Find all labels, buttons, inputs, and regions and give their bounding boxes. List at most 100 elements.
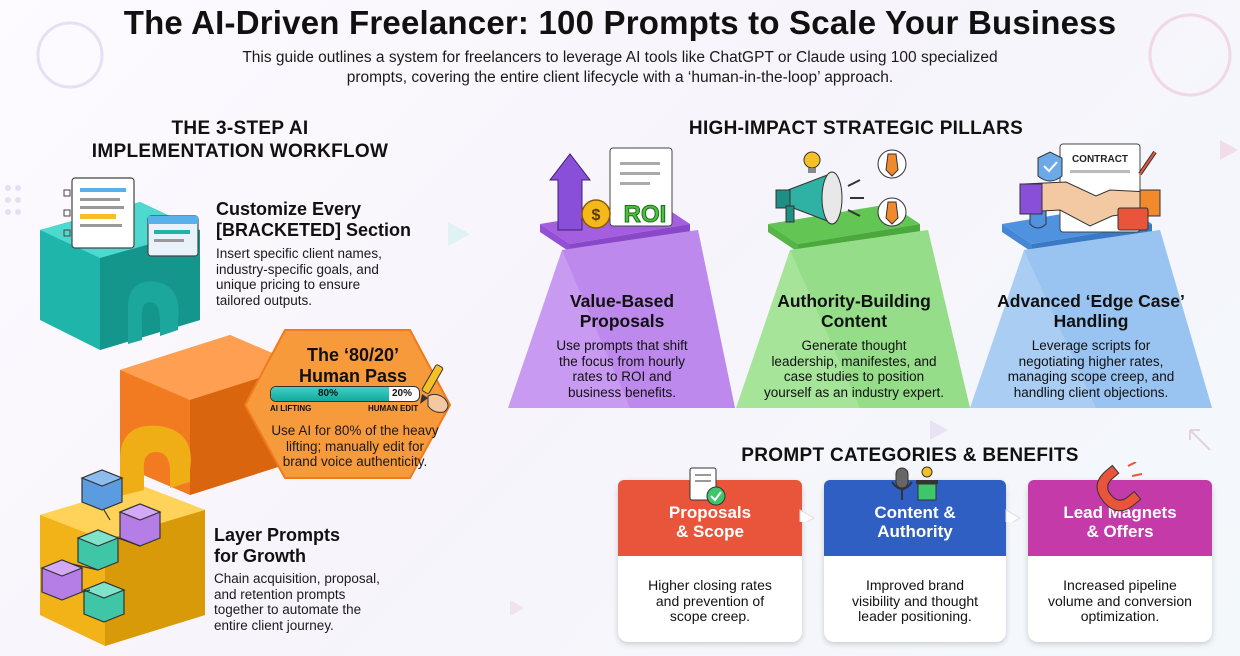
contract-label: CONTRACT bbox=[1072, 154, 1128, 165]
step-layer-prompts-text-line: entire client journey. bbox=[214, 617, 334, 633]
step-layer-prompts-text-line: and retention prompts bbox=[214, 586, 346, 602]
category-text-line: Increased pipeline bbox=[1063, 577, 1177, 593]
category-text-lead-magnets: Increased pipeline volume and conversion… bbox=[1028, 577, 1212, 625]
category-title-line-1: Lead Magnets bbox=[1063, 503, 1177, 522]
step-customize-title-line-1: Customize Every bbox=[216, 199, 362, 219]
magnet-icon bbox=[1096, 462, 1143, 512]
pillar-authority-building-content: Authority-Building Content Generate thou… bbox=[750, 291, 958, 400]
svg-text:$: $ bbox=[592, 207, 601, 224]
workflow-heading: THE 3-STEP AI IMPLEMENTATION WORKFLOW bbox=[60, 117, 420, 163]
document-check-icon bbox=[689, 467, 726, 506]
ai-lifting-fill bbox=[271, 387, 390, 401]
pillar-authority-title-line-1: Authority-Building bbox=[777, 291, 931, 311]
pillar-text-line: yourself as an industry expert. bbox=[763, 384, 945, 400]
pillar-value-based-proposals: Value-Based Proposals Use prompts that s… bbox=[540, 291, 704, 400]
pillar-value-based-title: Value-Based Proposals bbox=[540, 291, 704, 331]
svg-text:ROI: ROI bbox=[624, 201, 667, 228]
step-customize-text-line: unique pricing to ensure bbox=[216, 277, 361, 292]
category-title-line-2: Authority bbox=[877, 522, 953, 541]
pillar-blue-shape bbox=[970, 204, 1212, 408]
category-text-line: leader positioning. bbox=[858, 608, 972, 624]
step-80-20-title-line-1: The ‘80/20’ bbox=[306, 345, 400, 365]
step-80-20-text: Use AI for 80% of the heavy lifting; man… bbox=[260, 423, 450, 470]
step-80-20-text-line: Use AI for 80% of the heavy bbox=[271, 423, 439, 438]
pillar-text-line: rates to ROI and bbox=[572, 369, 672, 384]
step-layer-prompts-title: Layer Prompts for Growth bbox=[214, 525, 454, 567]
category-card-lead-magnets: Lead Magnets & Offers Increased pipeline… bbox=[1028, 480, 1212, 642]
pencil-hand-icon bbox=[420, 364, 449, 413]
category-card-content: Content & Authority Improved brand visib… bbox=[824, 480, 1006, 642]
pillar-text-line: Leverage scripts for bbox=[1031, 338, 1151, 353]
hexagon-80-20-background bbox=[243, 329, 452, 479]
step-customize-text-line: tailored outputs. bbox=[216, 292, 313, 308]
roi-growth-icon: $ ROI bbox=[548, 147, 673, 231]
category-text-line: Higher closing rates bbox=[648, 577, 772, 593]
pillar-text-line: Generate thought bbox=[801, 338, 907, 353]
step-layer-prompts-title-line-1: Layer Prompts bbox=[214, 525, 341, 545]
step-layer-prompts-text-line: together to automate the bbox=[214, 602, 362, 617]
stacked-cubes-icon bbox=[40, 469, 162, 623]
category-header-lead-magnets: Lead Magnets & Offers bbox=[1028, 480, 1212, 556]
pillars-illustration: $ ROI CONTRACT bbox=[508, 143, 1212, 408]
category-title-line-2: & Scope bbox=[675, 522, 744, 541]
subtitle-line-2: prompts, covering the entire client life… bbox=[346, 69, 894, 86]
category-header-content: Content & Authority bbox=[824, 480, 1006, 556]
pillar-value-based-text: Use prompts that shift the focus from ho… bbox=[540, 338, 704, 400]
pillar-green-shape bbox=[736, 204, 970, 408]
page-title: The AI-Driven Freelancer: 100 Prompts to… bbox=[123, 4, 1117, 41]
human-percent-label: 20% bbox=[392, 388, 413, 399]
ai-percent-label: 80% bbox=[318, 388, 339, 399]
step-layer-prompts: Layer Prompts for Growth Chain acquisiti… bbox=[214, 525, 454, 633]
pillar-authority-text: Generate thought leadership, manifestes,… bbox=[750, 338, 958, 400]
pillar-edge-case-title-line-1: Advanced ‘Edge Case’ bbox=[997, 291, 1185, 311]
page-subtitle: This guide outlines a system for freelan… bbox=[200, 48, 1040, 88]
pillar-edge-case-handling: Advanced ‘Edge Case’ Handling Leverage s… bbox=[982, 291, 1200, 400]
subtitle-line-1: This guide outlines a system for freelan… bbox=[242, 49, 998, 66]
category-text-line: visibility and thought bbox=[851, 592, 979, 609]
step-layer-prompts-text-line: Chain acquisition, proposal, bbox=[214, 571, 380, 586]
ai-lifting-label: AI LIFTING bbox=[270, 404, 312, 413]
step-customize-title: Customize Every [BRACKETED] Section bbox=[216, 199, 456, 241]
human-edit-label: HUMAN EDIT bbox=[368, 404, 419, 413]
category-text-line: Improved brand bbox=[865, 577, 965, 593]
step-layer-prompts-text: Chain acquisition, proposal, and retenti… bbox=[214, 571, 454, 633]
pillar-text-line: Use prompts that shift bbox=[556, 338, 688, 353]
pillar-text-line: managing scope creep, and bbox=[1007, 369, 1175, 384]
category-icons bbox=[689, 462, 1143, 522]
pillar-text-line: case studies to position bbox=[783, 369, 925, 384]
pillar-authority-title: Authority-Building Content bbox=[750, 291, 958, 331]
step-80-20-title-line-2: Human Pass bbox=[298, 366, 408, 386]
category-text-line: optimization. bbox=[1080, 608, 1160, 624]
pillar-value-based-title-line-1: Value-Based bbox=[569, 291, 675, 311]
step-layer-prompts-title-line-2: for Growth bbox=[214, 546, 306, 566]
category-text-proposals: Higher closing rates and prevention of s… bbox=[618, 577, 802, 625]
category-title-line-1: Proposals bbox=[668, 503, 752, 522]
microphone-icon bbox=[891, 466, 938, 501]
pillar-text-line: leadership, manifestes, and bbox=[771, 353, 937, 369]
pillar-edge-case-title-line-2: Handling bbox=[1053, 311, 1129, 331]
ai-human-progress-bar bbox=[270, 386, 420, 402]
step-customize: Customize Every [BRACKETED] Section Inse… bbox=[216, 199, 456, 308]
category-title-line-2: & Offers bbox=[1086, 522, 1154, 541]
category-text-line: volume and conversion bbox=[1048, 592, 1192, 609]
workflow-heading-line-1: THE 3-STEP AI bbox=[171, 118, 309, 139]
contract-handshake-icon: CONTRACT bbox=[1019, 143, 1161, 233]
category-text-line: scope creep. bbox=[669, 608, 751, 624]
step-80-20-text-line: lifting; manually edit for bbox=[285, 438, 425, 454]
pillar-edge-case-title: Advanced ‘Edge Case’ Handling bbox=[982, 291, 1200, 331]
step-customize-title-line-2: [BRACKETED] Section bbox=[216, 220, 412, 240]
category-title-line-1: Content & bbox=[874, 503, 956, 522]
pillars-heading: HIGH-IMPACT STRATEGIC PILLARS bbox=[688, 118, 1024, 139]
pillar-value-based-title-line-2: Proposals bbox=[579, 311, 665, 331]
connector-arrow-1 bbox=[799, 509, 816, 522]
categories-heading: PROMPT CATEGORIES & BENEFITS bbox=[741, 445, 1079, 466]
step-80-20: The ‘80/20’ Human Pass bbox=[268, 345, 438, 387]
pillar-text-line: the focus from hourly bbox=[558, 353, 686, 369]
pillar-text-line: negotiating higher rates, bbox=[1018, 353, 1164, 369]
step-80-20-title: The ‘80/20’ Human Pass bbox=[268, 345, 438, 387]
step-80-20-text-line: brand voice authenticity. bbox=[282, 454, 428, 469]
megaphone-icon bbox=[775, 149, 907, 227]
category-text-line: and prevention of bbox=[655, 592, 765, 609]
documents-icon bbox=[63, 177, 199, 257]
pillar-edge-case-text: Leverage scripts for negotiating higher … bbox=[982, 338, 1200, 400]
